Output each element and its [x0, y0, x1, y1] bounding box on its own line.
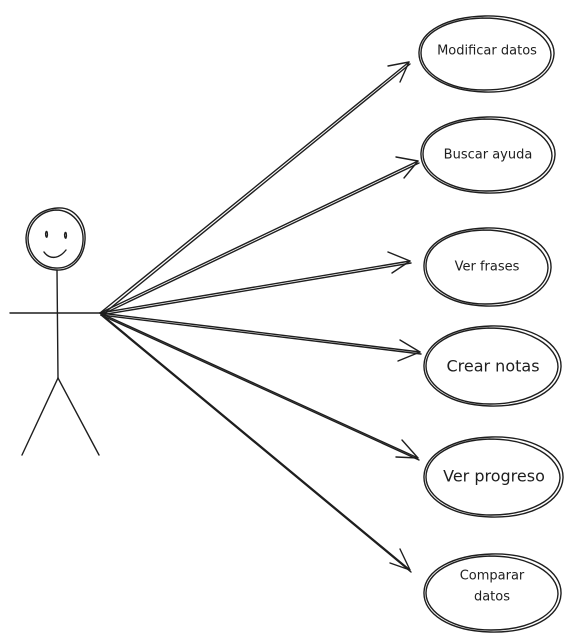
association-arrow [99, 251, 412, 316]
actor-right-leg [57, 377, 100, 456]
use-case-ver-frases: Ver frases [423, 227, 552, 307]
associations [99, 61, 422, 573]
actor-left-leg [21, 377, 59, 456]
use-case-comparar-datos: Comparar datos [423, 553, 562, 633]
use-case-ellipse-outline [425, 555, 559, 631]
association-arrow [99, 312, 422, 362]
association-arrow [99, 312, 420, 461]
association-arrow [99, 312, 412, 573]
use-case-ellipse-outline [420, 17, 552, 91]
use-case-ellipse [423, 436, 564, 518]
use-case-label: Modificar datos [437, 44, 537, 59]
use-case-ellipse [423, 325, 562, 407]
use-case-label: Crear notas [446, 357, 539, 376]
actor-figure [9, 207, 101, 456]
use-case-ellipse [423, 227, 552, 307]
use-case-modificar-datos: Modificar datos [418, 15, 555, 93]
use-case-label: Comparar [460, 569, 525, 584]
actor-left-eye [44, 230, 49, 238]
actor-head [25, 207, 86, 271]
actor-right-eye [63, 231, 68, 239]
association-arrow [99, 61, 411, 316]
actor-head-outline [27, 209, 84, 269]
use-case-buscar-ayuda: Buscar ayuda [420, 116, 556, 194]
use-case-crear-notas: Crear notas [423, 325, 562, 407]
use-case-ellipse [420, 116, 556, 194]
use-case-ellipse [423, 553, 562, 633]
use-case-label: Buscar ayuda [444, 148, 533, 163]
use-case-label: Ver progreso [443, 467, 545, 486]
actor-smile [43, 249, 67, 259]
use-cases: Modificar datos Buscar ayuda Ver frases … [418, 15, 564, 633]
use-case-label: Ver frases [455, 260, 520, 275]
use-case-ellipse-outline [425, 438, 561, 516]
use-case-ellipse-outline [425, 327, 559, 405]
actor-body [56, 269, 59, 379]
use-case-ellipse [418, 15, 555, 93]
use-case-ellipse-outline [425, 229, 549, 305]
use-case-label-line-2: datos [474, 590, 510, 605]
use-case-ellipse-outline [422, 118, 553, 192]
association-arrow [99, 156, 420, 316]
use-case-ver-progreso: Ver progreso [423, 436, 564, 518]
